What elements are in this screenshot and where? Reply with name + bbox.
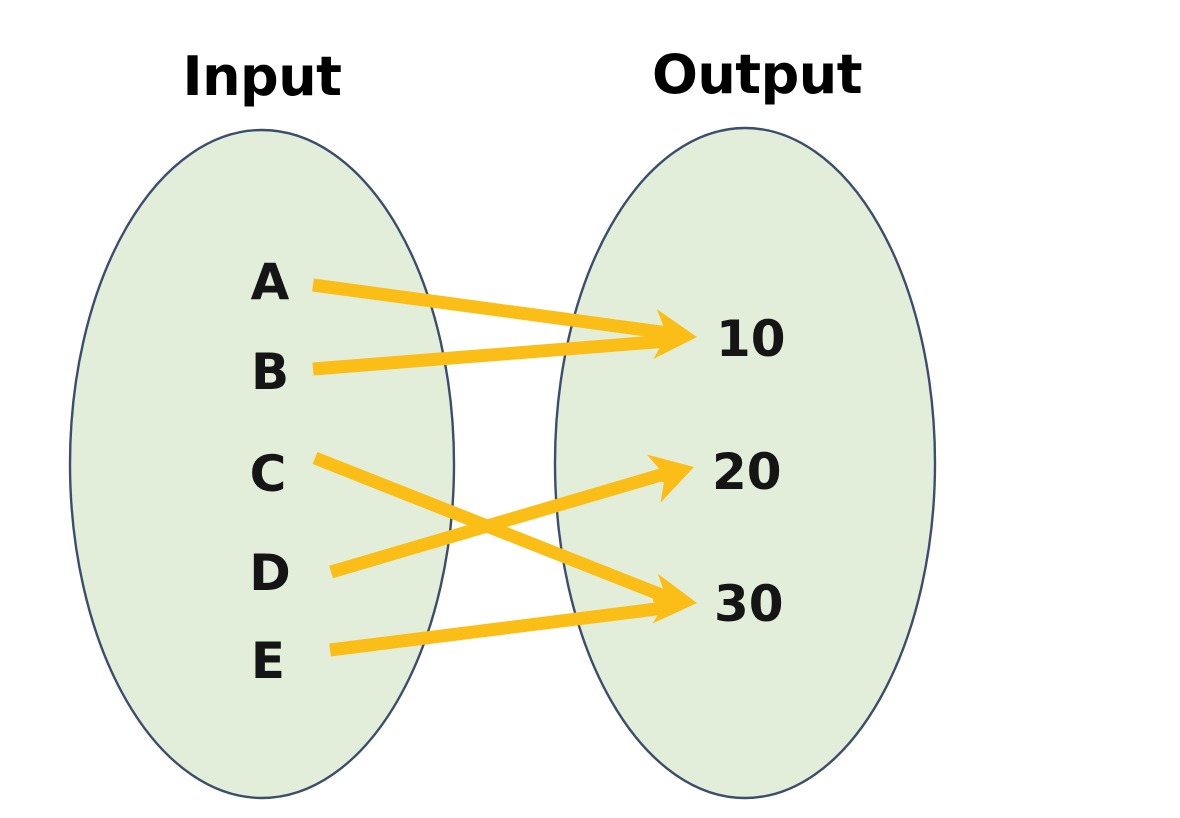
mapping-arrow-E-to-30 xyxy=(329,601,665,657)
input-element-c: C xyxy=(250,445,287,503)
input-element-e: E xyxy=(251,632,285,690)
output-element-20: 20 xyxy=(712,443,782,501)
arrow-head-to-10 xyxy=(652,309,697,360)
input-set-title: Input xyxy=(183,45,342,108)
mapping-arrow-A-to-10 xyxy=(312,278,669,340)
output-set-ellipse xyxy=(553,126,937,800)
arrow-head-to-20 xyxy=(646,454,694,503)
input-element-a: A xyxy=(251,253,290,311)
mapping-arrows-group xyxy=(312,278,669,657)
arrow-heads-group xyxy=(646,309,697,624)
output-elements-group: 10 20 30 xyxy=(712,310,786,633)
output-element-30: 30 xyxy=(714,575,784,633)
input-element-d: D xyxy=(249,544,291,602)
arrow-head-to-30 xyxy=(652,573,697,624)
output-element-10: 10 xyxy=(716,310,786,368)
input-element-b: B xyxy=(251,343,289,401)
output-set-title: Output xyxy=(652,43,862,106)
mapping-arrow-D-to-20 xyxy=(329,467,666,579)
mapping-arrow-B-to-10 xyxy=(312,334,669,376)
